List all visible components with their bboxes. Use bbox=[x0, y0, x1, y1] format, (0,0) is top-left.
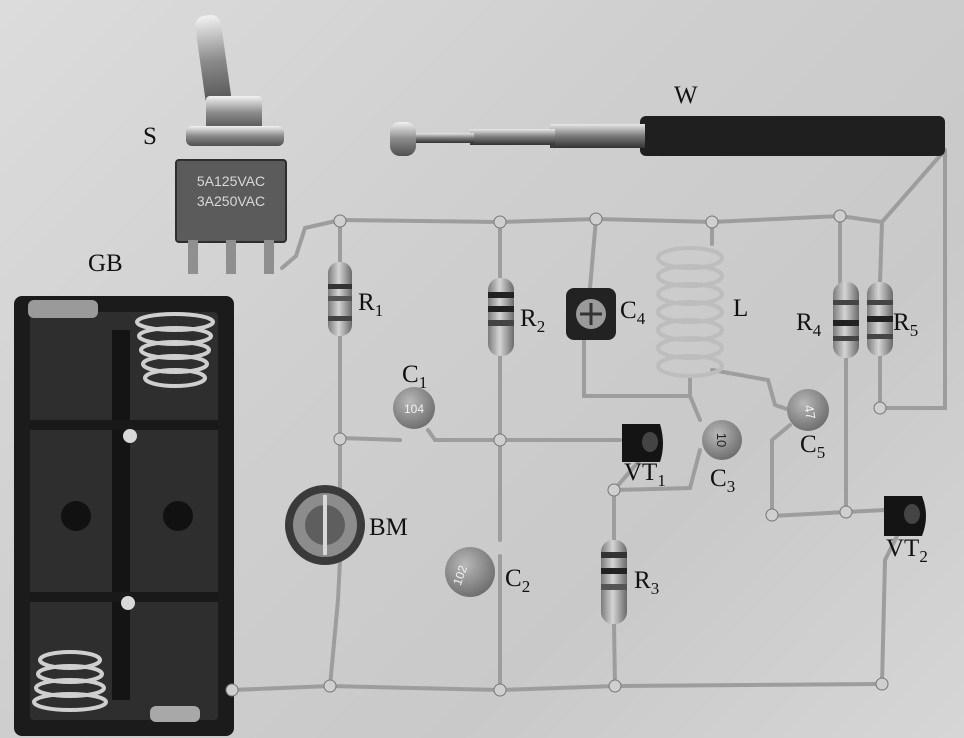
label-gb: GB bbox=[88, 250, 123, 277]
label-r1: R1 bbox=[358, 289, 384, 320]
label-r3: R3 bbox=[634, 567, 660, 598]
label-r2: R2 bbox=[520, 305, 546, 336]
label-r5: R5 bbox=[893, 309, 919, 340]
label-r4: R4 bbox=[796, 309, 822, 340]
capacitor-c3: 10 bbox=[702, 420, 742, 460]
label-s: S bbox=[143, 123, 157, 150]
wires bbox=[230, 148, 947, 693]
label-c1: C1 bbox=[402, 361, 428, 392]
label-w: W bbox=[674, 82, 698, 109]
label-c3: C3 bbox=[710, 465, 736, 496]
microphone bbox=[285, 485, 365, 565]
telescopic-antenna bbox=[390, 116, 945, 156]
label-c2: C2 bbox=[505, 565, 531, 596]
toggle-switch: 5A125VAC 3A250VAC bbox=[175, 14, 287, 274]
label-l: L bbox=[733, 295, 749, 322]
coil-inductor bbox=[656, 246, 724, 378]
switch-rating-1: 5A125VAC bbox=[197, 173, 265, 189]
capacitor-c2: 102 bbox=[445, 547, 495, 597]
trimmer-capacitor-c4 bbox=[566, 288, 616, 340]
resistor-r3 bbox=[601, 540, 627, 624]
c3-value: 10 bbox=[714, 433, 729, 447]
label-bm: BM bbox=[369, 514, 408, 541]
label-c4: C4 bbox=[620, 297, 646, 328]
resistor-r4 bbox=[833, 282, 859, 358]
resistor-r2 bbox=[488, 278, 514, 356]
solder-joints bbox=[225, 209, 889, 697]
transistor-vt2 bbox=[884, 496, 926, 536]
label-c5: C5 bbox=[800, 431, 826, 462]
transistor-vt1 bbox=[622, 424, 663, 462]
c5-value: 47 bbox=[801, 404, 818, 421]
capacitor-c5: 47 bbox=[787, 389, 829, 431]
capacitor-c1: 104 bbox=[393, 387, 435, 429]
label-vt2: VT2 bbox=[886, 535, 928, 566]
c1-value: 104 bbox=[404, 402, 424, 416]
label-vt1: VT1 bbox=[624, 459, 666, 490]
resistor-r5 bbox=[867, 282, 893, 356]
battery-holder bbox=[14, 296, 234, 736]
switch-rating-2: 3A250VAC bbox=[197, 193, 265, 209]
resistor-r1 bbox=[328, 262, 352, 336]
c2-value: 102 bbox=[450, 563, 470, 587]
